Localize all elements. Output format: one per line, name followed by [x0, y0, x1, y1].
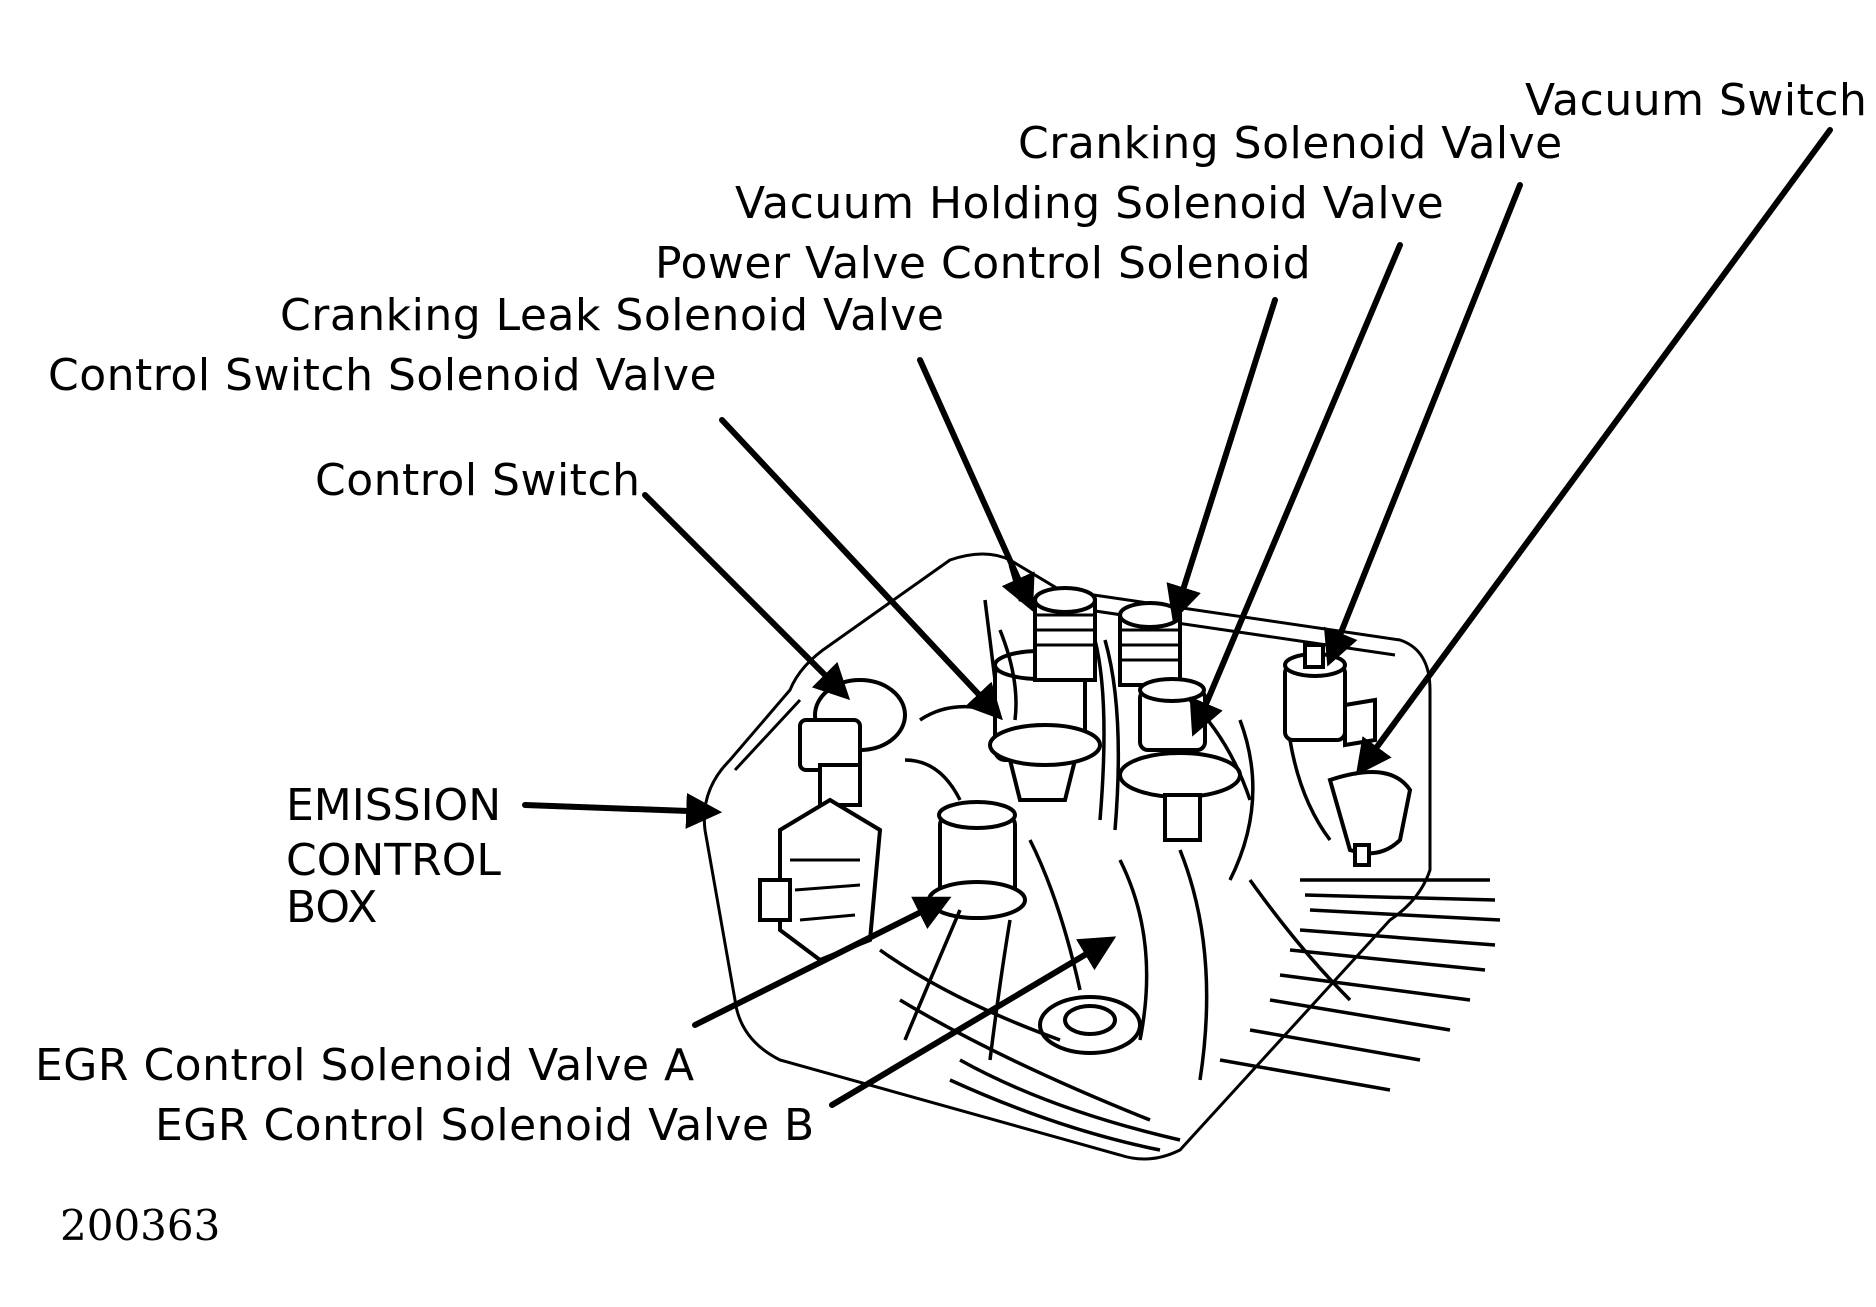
box-outline: [702, 552, 1432, 1161]
vacuum-holding-solenoid-part: [1118, 677, 1242, 842]
leader-control-switch-solenoid-valve: [719, 417, 1003, 721]
leader-power-valve-control-solenoid: [1166, 297, 1278, 622]
vacuum-switch-part: [1283, 643, 1413, 867]
leader-cranking-solenoid-valve: [1323, 182, 1523, 667]
cranking-solenoid-part: [1118, 601, 1182, 687]
hoses-and-wiring: [878, 599, 1501, 1152]
label-egr-control-solenoid-valve-a: EGR Control Solenoid Valve A: [35, 1040, 695, 1091]
leader-lines: [522, 127, 1833, 1108]
leader-vacuum-holding-solenoid-valve: [1189, 242, 1403, 737]
leader-egr-control-solenoid-valve-b: [829, 936, 1117, 1108]
leader-control-switch: [642, 492, 851, 701]
leader-emission-control-box: [522, 792, 723, 829]
label-control-switch: Control Switch: [315, 455, 641, 506]
figure-number: 200363: [60, 1201, 220, 1250]
label-power-valve-control-solenoid: Power Valve Control Solenoid: [655, 238, 1311, 289]
label-cranking-leak-solenoid-valve: Cranking Leak Solenoid Valve: [280, 290, 944, 341]
egr-solenoid-a-part: [927, 800, 1027, 920]
leader-egr-control-solenoid-valve-a: [692, 896, 952, 1028]
label-vacuum-holding-solenoid-valve: Vacuum Holding Solenoid Valve: [735, 178, 1444, 229]
label-control-switch-solenoid-valve: Control Switch Solenoid Valve: [48, 350, 717, 401]
power-valve-control-solenoid-part: [1033, 586, 1097, 682]
label-emission-control-box-line2: CONTROL: [286, 835, 501, 886]
label-egr-control-solenoid-valve-b: EGR Control Solenoid Valve B: [155, 1100, 815, 1151]
leader-vacuum-switch: [1355, 127, 1833, 776]
callout-labels: Vacuum Switch Cranking Solenoid Valve Va…: [35, 75, 1867, 1250]
egr-solenoid-b-part: [1038, 995, 1142, 1055]
label-vacuum-switch: Vacuum Switch: [1525, 75, 1867, 126]
control-switch-part: [758, 678, 907, 963]
label-emission-control-box-line3: BOX: [286, 882, 377, 933]
emission-control-box-illustration: [702, 552, 1501, 1161]
label-cranking-solenoid-valve: Cranking Solenoid Valve: [1018, 118, 1563, 169]
label-emission-control-box-line1: EMISSION: [286, 780, 501, 831]
leader-cranking-leak-solenoid-valve: [917, 357, 1035, 612]
